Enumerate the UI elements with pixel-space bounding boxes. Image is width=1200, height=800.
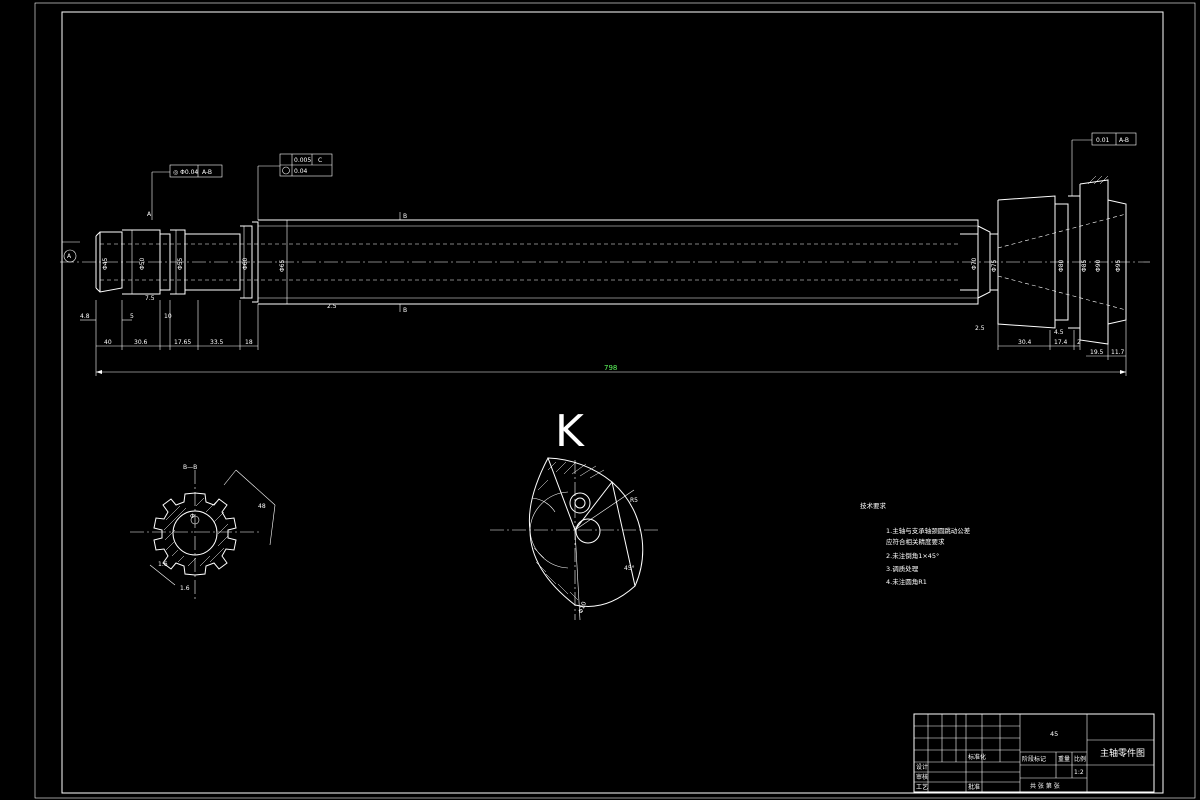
svg-text:标准化: 标准化 xyxy=(968,753,986,761)
svg-text:11.7: 11.7 xyxy=(1111,349,1125,356)
svg-text:1.6: 1.6 xyxy=(158,561,168,568)
svg-text:18: 18 xyxy=(245,339,253,346)
svg-text:Φ10: Φ10 xyxy=(577,601,588,615)
title-drawing-name: 主轴零件图 xyxy=(1100,747,1145,759)
svg-text:Φ50: Φ50 xyxy=(139,257,146,270)
notes-heading: 技术要求 xyxy=(860,501,887,510)
svg-text:17.4: 17.4 xyxy=(1054,339,1068,346)
gdt-1-datum: A-B xyxy=(202,169,212,176)
gdt-frame-1: ◎ Φ0.04 A-B xyxy=(169,164,223,178)
svg-text:批准: 批准 xyxy=(968,783,980,791)
note-1: 1.主轴与支承轴颈圆跳动公差 xyxy=(886,526,971,535)
gdt-3-datum: A-B xyxy=(1119,137,1129,144)
section-b-b: B—B 48 1.6 1. xyxy=(130,464,276,600)
svg-text:Φ90: Φ90 xyxy=(1095,259,1102,272)
gdt-frame-2: 0.005 C 0.04 xyxy=(257,153,333,220)
svg-text:A: A xyxy=(147,211,152,218)
svg-text:A: A xyxy=(67,253,72,260)
svg-text:阶段标记: 阶段标记 xyxy=(1022,755,1046,763)
svg-text:设计: 设计 xyxy=(916,763,928,771)
svg-text:Φ95: Φ95 xyxy=(1115,259,1122,272)
view-k: K R5 Φ10 xyxy=(490,406,660,621)
svg-text:Φ: Φ xyxy=(190,513,195,520)
svg-text:Φ75: Φ75 xyxy=(991,259,998,272)
svg-text:1:2: 1:2 xyxy=(1074,769,1084,776)
svg-text:共 张 第 张: 共 张 第 张 xyxy=(1030,782,1060,790)
svg-text:48: 48 xyxy=(258,503,266,510)
title-block: 45 主轴零件图 设计 审核 工艺 标准化 批准 阶段标记 重量 比例 1:2 … xyxy=(913,713,1155,793)
svg-text:10: 10 xyxy=(164,313,172,320)
svg-text:工艺: 工艺 xyxy=(916,783,928,791)
svg-text:45°: 45° xyxy=(624,565,635,572)
svg-text:7.5: 7.5 xyxy=(145,295,155,302)
view-k-label: K xyxy=(555,406,585,457)
diameter-labels: Φ45 Φ50 Φ55 Φ60 Φ65 Φ70 Φ75 Φ80 Φ85 Φ90 … xyxy=(102,257,1122,272)
svg-text:4.5: 4.5 xyxy=(1054,329,1064,336)
svg-text:Φ65: Φ65 xyxy=(279,259,286,272)
svg-text:B: B xyxy=(403,307,407,314)
gdt-1-value: ◎ Φ0.04 xyxy=(173,169,198,176)
shaft-main-view xyxy=(60,175,1150,345)
svg-text:R5: R5 xyxy=(630,497,638,504)
note-4: 4.未注圆角R1 xyxy=(886,577,927,586)
svg-text:重量: 重量 xyxy=(1058,755,1070,763)
svg-text:B: B xyxy=(403,213,407,220)
svg-text:Φ85: Φ85 xyxy=(1081,259,1088,272)
svg-text:33.5: 33.5 xyxy=(210,339,224,346)
svg-text:Φ45: Φ45 xyxy=(102,257,109,270)
gdt-2-row1: 0.005 xyxy=(294,157,311,164)
svg-text:40: 40 xyxy=(104,339,112,346)
svg-text:Φ80: Φ80 xyxy=(1058,259,1065,272)
datum-a-marker: A xyxy=(147,171,170,220)
note-3: 3.调质处理 xyxy=(886,564,919,573)
svg-text:17.65: 17.65 xyxy=(174,339,191,346)
svg-text:2.5: 2.5 xyxy=(327,303,337,310)
svg-text:19.5: 19.5 xyxy=(1090,349,1104,356)
note-1b: 应符合相关精度要求 xyxy=(886,537,945,546)
gdt-3-value: 0.01 xyxy=(1096,137,1110,144)
svg-text:Φ70: Φ70 xyxy=(971,257,978,270)
svg-text:5: 5 xyxy=(130,313,134,320)
bottom-dim-chain: 40 30.6 17.65 33.5 18 30.4 17.4 2 19.5 1… xyxy=(95,300,1127,376)
title-material: 45 xyxy=(1050,730,1058,738)
section-label: B—B xyxy=(183,464,197,471)
svg-text:比例: 比例 xyxy=(1074,755,1086,763)
svg-text:2: 2 xyxy=(1077,339,1081,346)
gdt-2-datum: C xyxy=(318,157,322,164)
svg-text:4.8: 4.8 xyxy=(80,313,90,320)
note-2: 2.未注倒角1×45° xyxy=(886,551,939,560)
svg-text:30.4: 30.4 xyxy=(1018,339,1032,346)
svg-text:30.6: 30.6 xyxy=(134,339,148,346)
technical-notes: 技术要求 1.主轴与支承轴颈圆跳动公差 应符合相关精度要求 2.未注倒角1×45… xyxy=(860,501,971,586)
svg-text:2.5: 2.5 xyxy=(975,325,985,332)
outer-frame xyxy=(34,2,1196,799)
gdt-2-row2: 0.04 xyxy=(294,168,308,175)
inner-frame xyxy=(61,11,1164,794)
total-length: 798 xyxy=(604,364,617,372)
svg-text:Φ60: Φ60 xyxy=(242,257,249,270)
svg-text:审核: 审核 xyxy=(916,773,928,781)
section-cut-b: B B xyxy=(399,212,407,314)
datum-circle-left: A xyxy=(62,241,80,263)
gdt-frame-3: 0.01 A-B xyxy=(1071,132,1137,196)
svg-text:1.6: 1.6 xyxy=(180,585,190,592)
svg-text:Φ55: Φ55 xyxy=(177,257,184,270)
left-small-dims: 4.8 5 7.5 10 2.5 2.5 xyxy=(80,295,985,332)
